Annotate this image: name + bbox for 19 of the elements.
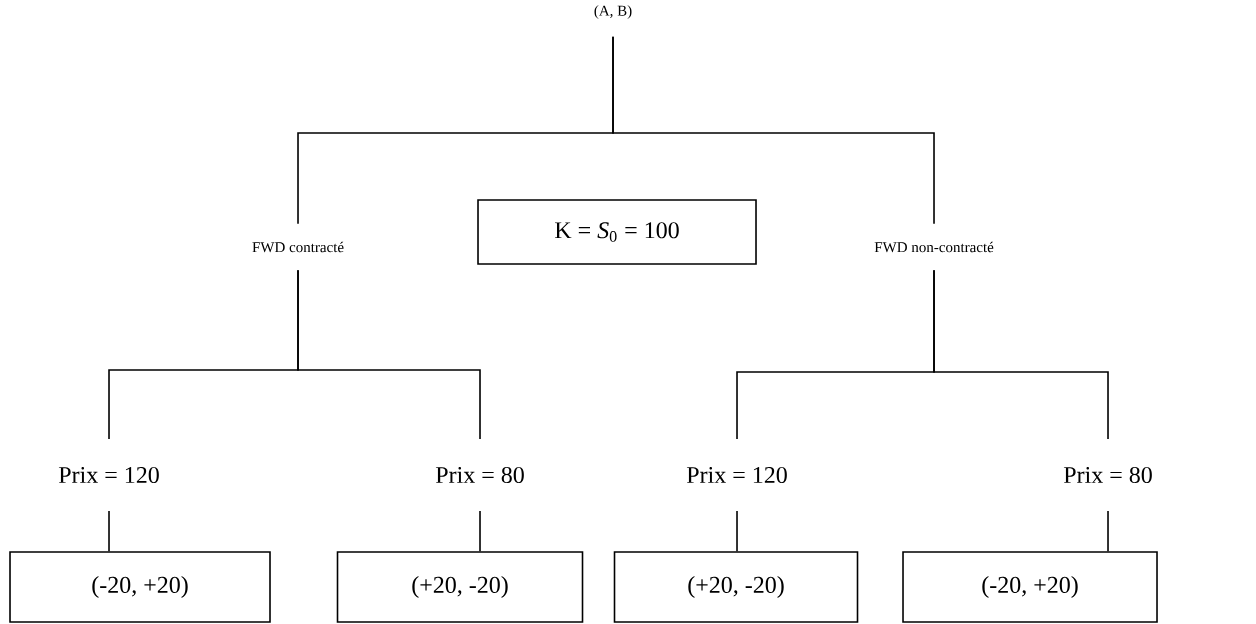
price-label: Prix = 80 <box>435 466 524 484</box>
branch-label: (A, B) <box>594 5 632 19</box>
payoff-box: (+20, -20) <box>613 551 859 623</box>
connector-line <box>297 269 481 440</box>
strike-box: K = S$_{0}$ = 100 <box>477 199 757 265</box>
price-label: Prix = 120 <box>686 466 787 484</box>
connector-line <box>933 269 1109 440</box>
branch-label: FWD contracté <box>252 241 344 253</box>
payoff-box: (-20, +20) <box>902 551 1158 623</box>
connector-line <box>736 510 738 552</box>
branch-label: FWD non-contracté <box>874 241 994 253</box>
connector-line <box>1107 510 1109 552</box>
connector-line <box>108 510 110 552</box>
payoff-box: (+20, -20) <box>336 551 584 623</box>
price-label: Prix = 120 <box>58 466 159 484</box>
connector-line <box>479 510 481 552</box>
connector-line <box>612 36 935 225</box>
price-label: Prix = 80 <box>1063 466 1152 484</box>
payoff-box: (-20, +20) <box>9 551 271 623</box>
